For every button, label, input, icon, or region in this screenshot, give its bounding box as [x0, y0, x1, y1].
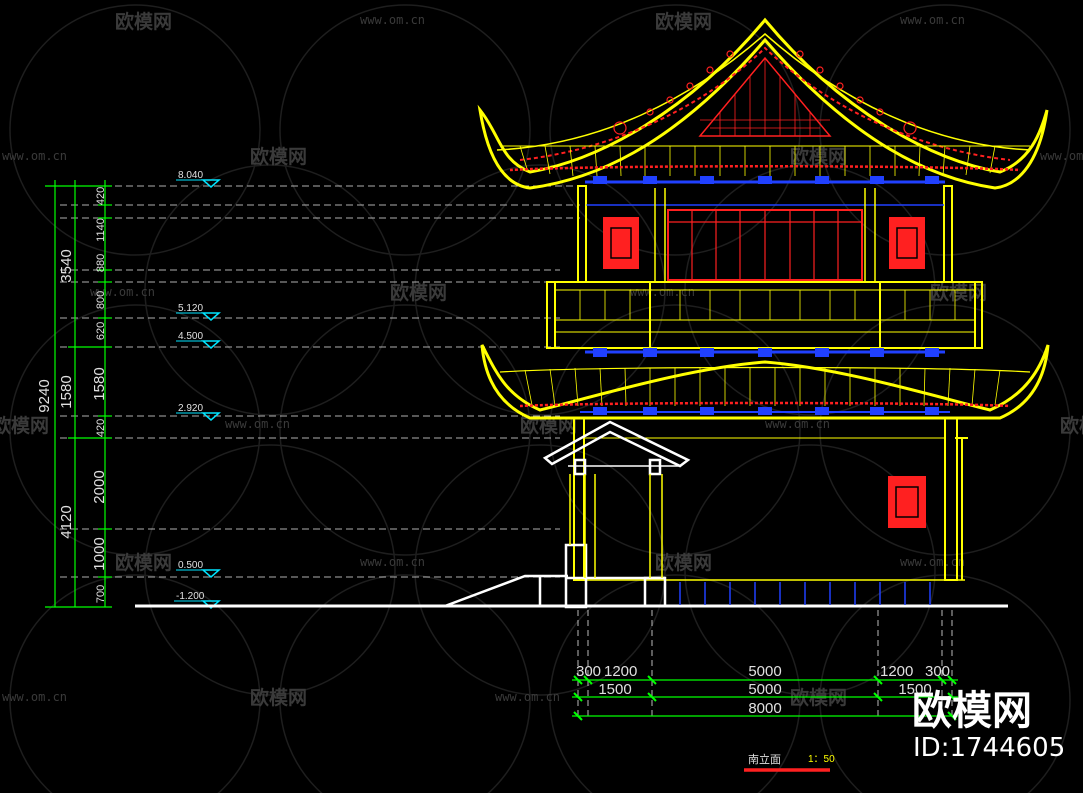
watermark-url: www.om.cn — [360, 13, 425, 27]
watermark-logo: 欧模网 — [390, 281, 447, 304]
grid-lines — [577, 610, 953, 720]
dim-segment: 1140 — [95, 218, 107, 242]
dim-bottom: 8000 — [748, 700, 781, 717]
brand-watermark: 欧模网 ID:1744605 — [912, 688, 1065, 763]
svg-text:5.120: 5.120 — [178, 303, 203, 314]
elevation-marker: 4.500 — [176, 331, 221, 349]
dim-segment: 1000 — [91, 537, 108, 570]
watermark-url: www.om.cn — [90, 285, 155, 299]
svg-text:4.500: 4.500 — [178, 331, 203, 342]
drawing-title-text: 南立面 — [748, 752, 781, 766]
watermark-url: www.om.cn — [1040, 149, 1083, 163]
watermark-logo: 欧模网 — [520, 414, 577, 437]
watermark-logo: 欧模网 — [930, 281, 987, 304]
bottom-dimension-text: 300 1200 5000 1200 300 1500 5000 1500 80… — [576, 663, 950, 717]
dim-bottom: 1200 — [880, 663, 913, 680]
watermark-url: www.om.cn — [2, 690, 67, 704]
dim-segment: 880 — [95, 254, 107, 272]
dim-segment: 800 — [95, 291, 107, 309]
dim-major: 1580 — [58, 375, 75, 408]
left-dimension-chain — [45, 180, 112, 608]
watermark-url: www.om.cn — [900, 13, 965, 27]
dim-segment: 2000 — [91, 470, 108, 503]
entrance-porch — [444, 420, 691, 609]
dim-segment: 1580 — [91, 367, 108, 400]
dim-segment: 420 — [95, 419, 107, 437]
upper-roof — [477, 17, 1049, 190]
elevation-marker: 5.120 — [176, 303, 221, 321]
watermark-url: www.om.cn — [630, 285, 695, 299]
dim-bottom: 1200 — [604, 663, 637, 680]
svg-text:0.500: 0.500 — [178, 560, 203, 571]
dim-bottom: 300 — [925, 663, 950, 680]
dim-bottom: 5000 — [748, 663, 781, 680]
upper-floor — [577, 176, 953, 283]
svg-text:2.920: 2.920 — [178, 403, 203, 414]
dim-bottom: 1500 — [598, 681, 631, 698]
watermark-logo: 欧模网 — [655, 10, 712, 33]
dim-segment: 420 — [95, 187, 107, 205]
watermarks: 欧模网 www.om.cn 欧模网 www.om.cn www.om.cn 欧模… — [0, 10, 1083, 709]
watermark-url: www.om.cn — [900, 555, 965, 569]
svg-text:-1.200: -1.200 — [176, 591, 205, 602]
watermark-logo: 欧模网 — [1060, 414, 1083, 437]
brand-name: 欧模网 — [912, 688, 1032, 734]
watermark-url: www.om.cn — [2, 149, 67, 163]
plinth-marks — [679, 582, 931, 605]
watermark-url: www.om.cn — [495, 690, 560, 704]
dim-total: 9240 — [36, 379, 53, 412]
porch-posts — [569, 474, 663, 578]
brand-id: ID:1744605 — [913, 733, 1065, 763]
dim-major: 3540 — [58, 249, 75, 282]
left-dimension-text: 9240 3540 1580 4120 420 1140 880 620 800… — [36, 187, 108, 603]
elevation-marker: 8.040 — [176, 170, 221, 188]
watermark-logo: 欧模网 — [790, 145, 847, 168]
dim-segment: 700 — [95, 585, 107, 603]
extension-lines — [60, 185, 580, 578]
dim-major: 4120 — [58, 505, 75, 538]
dim-bottom: 300 — [576, 663, 601, 680]
watermark-url: www.om.cn — [225, 417, 290, 431]
svg-text:8.040: 8.040 — [178, 170, 203, 181]
drawing-scale: 1：50 — [808, 754, 835, 765]
dim-bottom: 5000 — [748, 681, 781, 698]
watermark-logo: 欧模网 — [115, 10, 172, 33]
watermark-url: www.om.cn — [765, 417, 830, 431]
watermark-url: www.om.cn — [360, 555, 425, 569]
balcony — [546, 281, 983, 349]
elevation-markers: 8.040 5.120 4.500 2.920 0.500 -1.200 — [174, 170, 221, 609]
watermark-logo: 欧模网 — [115, 551, 172, 574]
lower-roof — [480, 344, 1050, 420]
watermark-logo: 欧模网 — [250, 686, 307, 709]
dim-segment: 620 — [95, 322, 107, 340]
elevation-marker: 2.920 — [176, 403, 221, 421]
watermark-logo: 欧模网 — [250, 145, 307, 168]
drawing-title: 南立面 1：50 — [744, 752, 835, 772]
watermark-logo: 欧模网 — [0, 414, 49, 437]
building-elevation — [444, 17, 1050, 720]
watermark-logo: 欧模网 — [655, 551, 712, 574]
elevation-marker: 0.500 — [176, 560, 221, 578]
dim-bottom: 1500 — [898, 681, 931, 698]
bottom-dimension-lines — [572, 675, 958, 721]
